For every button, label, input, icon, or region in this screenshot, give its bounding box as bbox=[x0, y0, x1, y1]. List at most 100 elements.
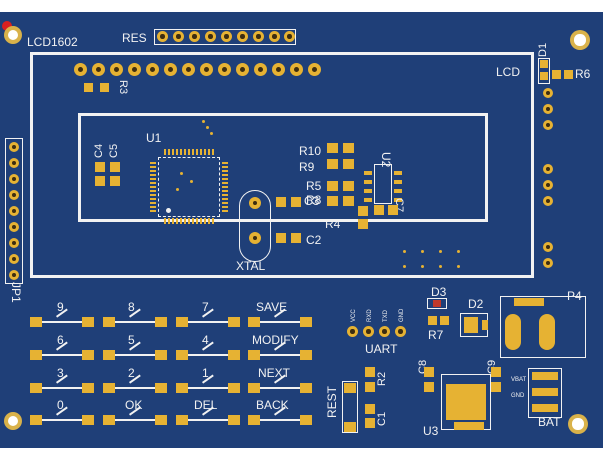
r2-pad bbox=[365, 382, 375, 392]
crystal-outline bbox=[239, 190, 271, 262]
d2-pad bbox=[464, 317, 478, 333]
r8-pad bbox=[327, 196, 338, 206]
d1-outline bbox=[538, 58, 550, 84]
c9-pad bbox=[491, 382, 501, 392]
r6-pad bbox=[552, 70, 561, 79]
lcd1602-label: LCD1602 bbox=[27, 35, 78, 49]
r8-pad bbox=[343, 196, 354, 206]
key-1-switch bbox=[176, 374, 240, 394]
c7-pad bbox=[388, 205, 398, 215]
r9-pad bbox=[327, 159, 338, 169]
bat-label: BAT bbox=[538, 415, 561, 429]
key-7-label: 7 bbox=[202, 300, 209, 314]
key-del-label: DEL bbox=[194, 398, 218, 412]
c3-label-visible: C3 bbox=[304, 194, 320, 208]
via bbox=[176, 188, 179, 191]
c4-label: C4 bbox=[93, 143, 105, 158]
u1-pins bbox=[150, 160, 156, 212]
c7-pad bbox=[374, 205, 384, 215]
u2-pins bbox=[394, 166, 402, 202]
bat-connector-outline bbox=[528, 368, 562, 418]
r5-pad bbox=[327, 181, 338, 191]
key-0-switch bbox=[30, 406, 94, 426]
gnd-label: GND bbox=[511, 393, 525, 399]
jp1-label: JP1 bbox=[9, 282, 23, 303]
uart-pin-vcc-label: VCC bbox=[351, 309, 357, 322]
c5-pad bbox=[110, 176, 120, 186]
key-save-switch bbox=[248, 308, 312, 328]
c4-pad bbox=[95, 162, 105, 172]
mounting-hole-top-left bbox=[4, 26, 22, 44]
r7-pad bbox=[440, 316, 449, 325]
d1-pad bbox=[540, 72, 548, 80]
d2-pad bbox=[482, 320, 488, 330]
crystal-pad bbox=[249, 232, 261, 244]
r5-pad bbox=[343, 181, 354, 191]
u3-label: U3 bbox=[423, 424, 439, 438]
key-4-label: 4 bbox=[202, 333, 209, 347]
via bbox=[457, 265, 460, 268]
u1-pins bbox=[222, 160, 228, 212]
key-modify-label: MODIFY bbox=[252, 333, 299, 347]
c2-pad bbox=[276, 233, 286, 243]
d1-pad bbox=[540, 60, 548, 68]
r7-label: R7 bbox=[428, 328, 444, 342]
key-next-label: NEXT bbox=[258, 366, 291, 380]
r4-pad bbox=[358, 219, 368, 229]
d3-led-body bbox=[433, 300, 441, 307]
r5-label: R5 bbox=[306, 179, 322, 193]
via bbox=[190, 180, 193, 183]
origin-marker bbox=[2, 21, 12, 31]
r4-pad bbox=[358, 206, 368, 216]
crystal-pad bbox=[249, 197, 261, 209]
key-5-switch bbox=[103, 341, 167, 361]
key-4-switch bbox=[176, 341, 240, 361]
r6-label: R6 bbox=[575, 67, 591, 81]
r2-pad bbox=[365, 367, 375, 377]
c1-label: C1 bbox=[376, 411, 388, 426]
key-1-label: 1 bbox=[202, 366, 209, 380]
r9-label: R9 bbox=[299, 160, 315, 174]
uart-pin-txd-label: TXD bbox=[383, 310, 389, 322]
via bbox=[202, 120, 205, 123]
r10-pad bbox=[343, 143, 354, 153]
via bbox=[403, 265, 406, 268]
uart-pin-gnd-label: GND bbox=[399, 308, 405, 322]
key-8-switch bbox=[103, 308, 167, 328]
lcd-window-outline bbox=[78, 113, 488, 222]
via bbox=[439, 250, 442, 253]
c1-pad bbox=[365, 404, 375, 414]
key-modify-switch bbox=[248, 341, 312, 361]
u1-pins bbox=[164, 149, 216, 155]
res-header bbox=[154, 29, 296, 45]
d1-label: D1 bbox=[537, 42, 549, 57]
key-7-switch bbox=[176, 308, 240, 328]
p4-pad bbox=[514, 298, 544, 306]
pcb-board: LCD1602 RES LCD bbox=[0, 12, 603, 448]
via bbox=[210, 132, 213, 135]
c1-pad bbox=[365, 418, 375, 428]
c8-pad bbox=[424, 367, 434, 377]
d3-led bbox=[427, 298, 447, 309]
mounting-hole-bottom-right bbox=[568, 414, 588, 434]
key-del-switch bbox=[176, 406, 240, 426]
via bbox=[421, 265, 424, 268]
r2-label: R2 bbox=[376, 371, 388, 386]
rest-pad bbox=[344, 383, 356, 393]
key-back-switch bbox=[248, 406, 312, 426]
c5-pad bbox=[110, 162, 120, 172]
jp1-header-outline bbox=[5, 138, 23, 284]
bat-pad bbox=[532, 372, 558, 380]
d3-label: D3 bbox=[431, 285, 447, 299]
res-label: RES bbox=[122, 31, 147, 45]
via bbox=[403, 250, 406, 253]
vbat-label: VBAT bbox=[511, 377, 527, 383]
key-6-switch bbox=[30, 341, 94, 361]
via bbox=[457, 250, 460, 253]
key-8-label: 8 bbox=[128, 300, 135, 314]
c3-pad bbox=[291, 197, 301, 207]
rest-switch bbox=[342, 381, 358, 433]
key-2-switch bbox=[103, 374, 167, 394]
c9-pad bbox=[491, 367, 501, 377]
